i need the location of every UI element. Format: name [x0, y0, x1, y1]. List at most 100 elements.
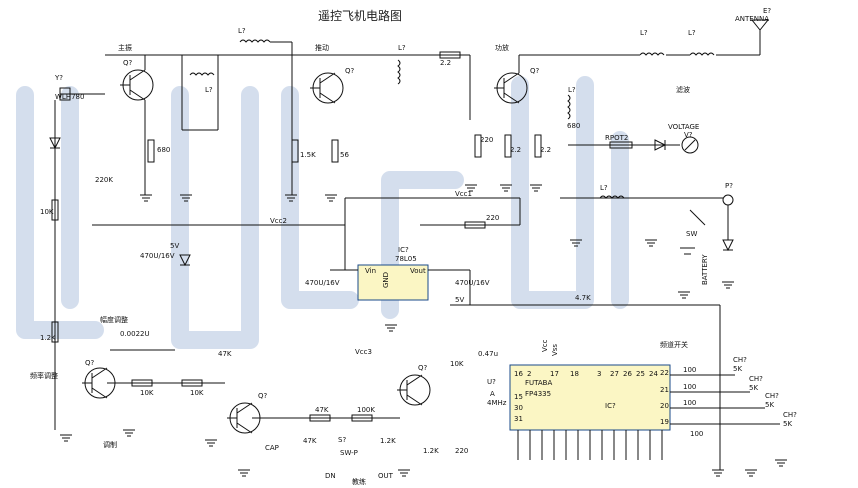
s-ref: S?	[338, 436, 346, 444]
l3-ref: L?	[398, 44, 406, 52]
diode-bat-icon	[722, 239, 734, 252]
pin-17: 17	[550, 370, 559, 378]
cap-label: CAP	[265, 444, 279, 452]
r47k-bottom-a: 47K	[315, 406, 329, 414]
vcc1-label: Vcc1	[455, 190, 472, 198]
reg-vout: Vout	[410, 267, 426, 275]
cap-0022u: 0.0022U	[120, 330, 150, 338]
pin-27: 27	[610, 370, 619, 378]
l6-ref: L?	[688, 29, 696, 37]
q1-ref: Q?	[123, 59, 133, 67]
r1-2k-left: 1.2K	[40, 334, 56, 342]
ch2-val: 5K	[749, 384, 758, 392]
antenna-ref: E?	[763, 7, 771, 15]
pin-22: 22	[660, 369, 669, 377]
rf-chain: Y? WLH780 Q? 主振 680 L? L? Q? 推动	[54, 7, 771, 195]
vcc3-label: Vcc3	[355, 348, 372, 356]
r220-rail: 220	[486, 214, 499, 222]
pin-25: 25	[636, 370, 645, 378]
r680-pa: 680	[567, 122, 580, 130]
voltage-label: VOLTAGE	[668, 123, 699, 131]
l4-ref: L?	[568, 86, 576, 94]
a-ref: A	[490, 390, 495, 398]
out-label: OUT	[378, 472, 394, 480]
osc-label: 主振	[118, 43, 132, 52]
r100k-bottom: 100K	[357, 406, 375, 414]
train-label: 教练	[352, 477, 366, 486]
p-ref: P?	[725, 182, 733, 190]
voltmeter-icon	[681, 136, 699, 154]
r100-b: 100	[683, 383, 696, 391]
reg-gnd: GND	[382, 272, 390, 288]
crystal-ref: Y?	[54, 74, 63, 82]
power-input: VOLTAGE V? RPOT2 P? SW BATTERY	[568, 123, 734, 285]
reg-ref: IC?	[398, 246, 409, 254]
r100-c: 100	[683, 399, 696, 407]
pin-31: 31	[514, 415, 523, 423]
q3-ref: Q?	[530, 67, 540, 75]
r47k-mod: 47K	[218, 350, 232, 358]
r680-osc: 680	[157, 146, 170, 154]
r1-2k-bottom-a: 1.2K	[380, 437, 396, 445]
cap-047u: 0.47u	[478, 350, 498, 358]
buffer-label: 推动	[315, 43, 329, 52]
pin-30: 30	[514, 404, 523, 412]
r4-7k-label: 4.7K	[575, 294, 591, 302]
q4-ref: Q?	[85, 359, 95, 367]
reg-part: 78L05	[395, 255, 417, 263]
vmeter-ref: V?	[684, 131, 693, 139]
v5-rail: 5V	[455, 296, 464, 304]
r220-bottom: 220	[455, 447, 468, 455]
crystal-value: WLH780	[55, 93, 84, 101]
l1-ref: L?	[205, 86, 213, 94]
q5-ref: Q?	[258, 392, 268, 400]
antenna-icon	[750, 19, 770, 31]
r10k-mod-b: 10K	[190, 389, 204, 397]
r100-d: 100	[690, 430, 703, 438]
ch3-ref: CH?	[765, 392, 779, 400]
futaba-part: FP4335	[525, 390, 551, 398]
l2-ref: L?	[238, 27, 246, 35]
diode-5v-icon	[179, 254, 191, 267]
ground-symbols	[60, 184, 787, 477]
pin-3: 3	[597, 370, 601, 378]
q2-ref: Q?	[345, 67, 355, 75]
pin-21: 21	[660, 386, 669, 394]
pin-26: 26	[623, 370, 632, 378]
r47k-bottom-b: 47K	[303, 437, 317, 445]
antenna-label: ANTENNA	[735, 15, 769, 23]
sw-label: SW	[686, 230, 697, 238]
futaba-ref: IC?	[605, 402, 616, 410]
r1-2k-bottom-b: 1.2K	[423, 447, 439, 455]
pin-19: 19	[660, 418, 669, 426]
ic-bottom-pins	[517, 430, 663, 460]
pin-24: 24	[649, 370, 658, 378]
ch-switch-label: 频道开关	[660, 340, 688, 349]
filter-label: 滤波	[676, 85, 690, 94]
bottom-stage: Q? CAP 47K 100K 47K S? SW-P DN 教练 1.2K O…	[227, 360, 468, 486]
ch1-ref: CH?	[733, 356, 747, 364]
reg-vin: Vin	[365, 267, 376, 275]
mod-adj-label: 幅度调整	[100, 315, 128, 324]
ic-78l05	[357, 264, 429, 301]
r10k-mod-a: 10K	[140, 389, 154, 397]
modulator: 10K 220K 1.2K 频率调整 幅度调整 0.0022U Q? 调制 10…	[30, 100, 232, 449]
l5-ref: L?	[640, 29, 648, 37]
battery-label: BATTERY	[701, 254, 709, 285]
rpot2-label: RPOT2	[605, 134, 628, 142]
r56: 56	[340, 151, 349, 159]
pin-16: 16	[514, 370, 523, 378]
cap470-b: 470U/16V	[455, 279, 490, 287]
v5-left: 5V	[170, 242, 179, 250]
ch2-ref: CH?	[749, 375, 763, 383]
ch4-ref: CH?	[783, 411, 797, 419]
vcc2-label: Vcc2	[270, 217, 287, 225]
cap470-left: 470U/16V	[140, 252, 175, 260]
voltage-regulator: IC? 78L05 Vin Vout GND 470U/16V 470U/16V…	[305, 246, 720, 306]
pin-18: 18	[570, 370, 579, 378]
u-ref: U?	[487, 378, 496, 386]
dn-label: DN	[325, 472, 336, 480]
ch4-val: 5K	[783, 420, 792, 428]
diagram-title: 遥控飞机电路图	[318, 8, 402, 23]
